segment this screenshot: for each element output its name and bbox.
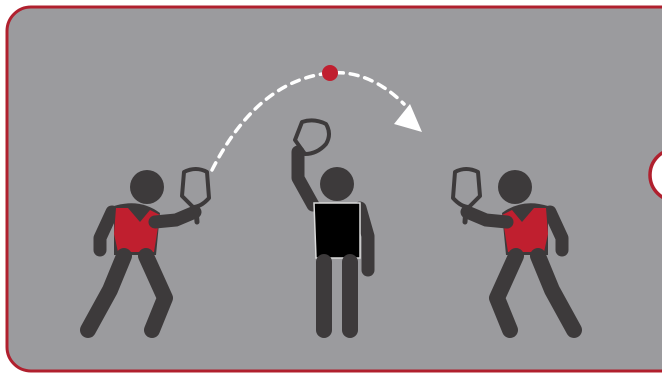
referee-shirt [314, 203, 360, 258]
referee-head [320, 167, 354, 201]
player-left-head [130, 170, 164, 204]
player-right-head [498, 170, 532, 204]
ball-icon [322, 65, 338, 81]
